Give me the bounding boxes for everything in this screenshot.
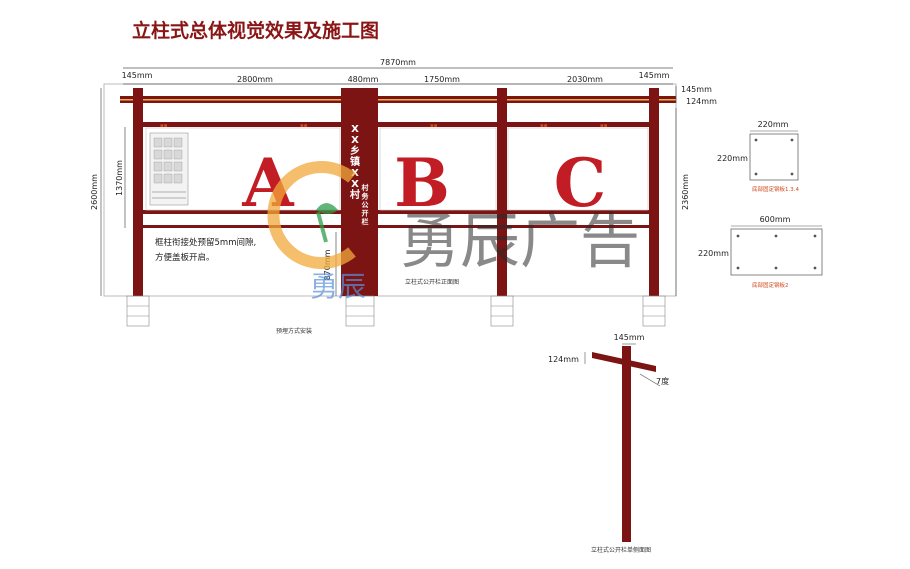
bay3-width: 2030mm (567, 75, 603, 84)
footing-mid-right (490, 295, 514, 327)
panel-c-letter: C (554, 144, 607, 222)
gap-note-line2: 方便盖板开启。 (155, 252, 215, 263)
post-left-width: 145mm (122, 71, 153, 80)
right-height-label: 2360mm (681, 174, 690, 210)
lower-rail (133, 225, 659, 228)
panel-b-frame (379, 127, 497, 211)
upper-rail (133, 122, 659, 127)
angle-label: 7度 (656, 376, 669, 386)
notice-board-grid (153, 137, 183, 184)
post-mid-right (497, 88, 507, 296)
side-post (622, 346, 631, 542)
side-top-width-label: 145mm (614, 333, 645, 342)
watermark-logo (267, 161, 356, 269)
total-height-label: 2600mm (90, 174, 99, 210)
gap-note-line1: 框柱衔接处预留5mm间隙, (155, 237, 256, 248)
plate2-width-label: 600mm (760, 215, 791, 224)
plate2-label: 底部固定钢板2 (752, 281, 789, 289)
footing-left (126, 295, 150, 327)
plate1-holes (754, 138, 794, 176)
rail-label-4: ▪▪ (540, 123, 548, 129)
top-beam-dim-a: 145mm (681, 85, 712, 94)
top-beam-stripe (120, 99, 676, 101)
top-beam-dim-b: 124mm (686, 97, 717, 106)
page-title: 立柱式总体视觉效果及施工图 (132, 19, 379, 42)
post-left (133, 88, 143, 296)
post-right (649, 88, 659, 296)
bay1-width: 2800mm (237, 75, 273, 84)
bay2-width: 1750mm (424, 75, 460, 84)
footing-right (642, 295, 666, 327)
front-view-label: 立柱式公开栏正面图 (405, 278, 459, 286)
center-post-width: 480mm (348, 75, 379, 84)
panel-b-letter: B (394, 144, 450, 222)
total-width-label: 7870mm (380, 58, 416, 67)
plate1 (749, 133, 799, 181)
post-right-width: 145mm (639, 71, 670, 80)
plate1-label: 底部固定钢板1.3.4 (752, 185, 799, 193)
center-post-text-line2: 村务公开栏 (362, 183, 370, 226)
panel-height-label: 1370mm (115, 160, 124, 196)
mid-rail (133, 210, 659, 214)
angle-line (639, 373, 661, 387)
rail-label-5: ▪▪ (600, 123, 608, 129)
footing-center (345, 295, 375, 327)
rail-label-3: ▪▪ (430, 123, 438, 129)
side-view-label: 立柱式公开栏单侧面图 (591, 546, 651, 554)
watermark-small: 勇辰 (310, 270, 366, 303)
rail-label-1: ▪▪ (160, 123, 168, 129)
watermark-main: 勇辰广告 (400, 207, 640, 277)
plate1-width-label: 220mm (758, 120, 789, 129)
plate2-height-label: 220mm (698, 249, 729, 258)
plate1-height-label: 220mm (717, 154, 748, 163)
plate2-holes (736, 234, 817, 270)
side-beam (592, 352, 656, 372)
rail-label-2: ▪▪ (300, 123, 308, 129)
panel-c-frame (507, 127, 649, 211)
embed-label: 预埋方式安装 (276, 327, 312, 335)
side-beam-height-label: 124mm (548, 355, 579, 364)
